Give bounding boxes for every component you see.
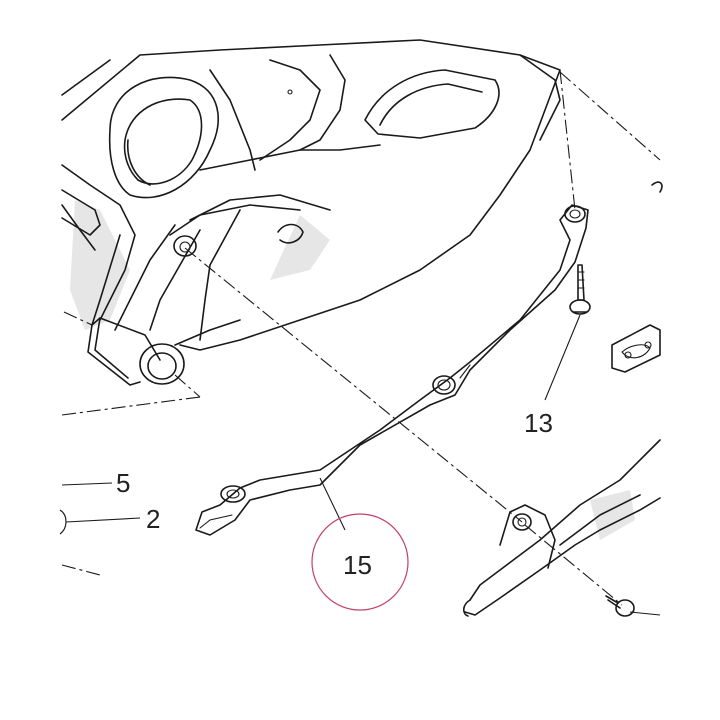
callout-15: 15 [343, 550, 372, 580]
chain-guide-part-15 [195, 204, 589, 536]
callout-13: 13 [524, 408, 553, 438]
leader-lines [59, 314, 661, 616]
callout-5: 5 [116, 468, 130, 498]
chain-guide-lower [462, 439, 661, 617]
assembly-lines [61, 69, 661, 606]
bracket-right [611, 181, 663, 373]
highlight-circle [311, 513, 409, 611]
callout-2: 2 [146, 504, 160, 534]
screw-part-13 [569, 264, 591, 315]
screw-lower [605, 595, 635, 617]
swingarm [61, 39, 561, 386]
